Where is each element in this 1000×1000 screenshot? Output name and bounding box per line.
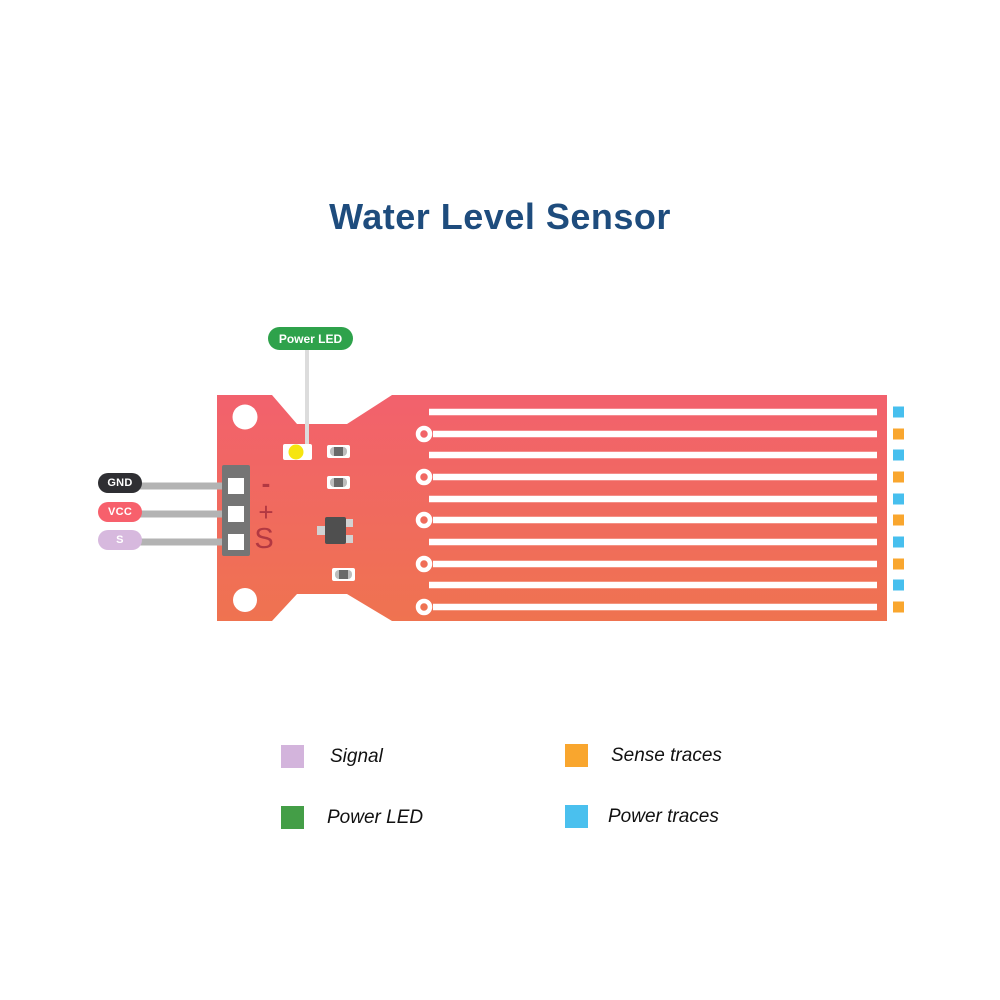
sense-trace-marker: [893, 601, 904, 613]
transistor: [317, 517, 353, 544]
legend-label-signal: Signal: [330, 746, 383, 767]
legend-swatch-power-traces: [565, 805, 588, 828]
connector-pin-vcc: [228, 506, 244, 522]
power-trace-marker: [893, 406, 904, 418]
silkscreen-plus: +: [258, 497, 274, 527]
sense-trace-pad-hole: [415, 598, 433, 616]
transistor-body: [325, 517, 346, 544]
silkscreen-s: S: [254, 523, 274, 555]
legend-label-power-traces: Power traces: [608, 806, 719, 827]
sense-trace-marker: [893, 558, 904, 570]
sense-trace-marker: [893, 514, 904, 526]
power-trace-marker: [893, 579, 904, 591]
transistor-leg-bottom-right: [343, 535, 353, 543]
connector-pin-signal: [228, 534, 244, 550]
transistor-leg-left: [317, 526, 327, 535]
connector-pin-gnd: [228, 478, 244, 494]
power-trace-marker: [893, 536, 904, 548]
resistor-1: [327, 445, 350, 458]
legend-swatch-power-led: [281, 806, 304, 829]
legend-swatch-signal: [281, 745, 304, 768]
signal-pin-label: S: [98, 530, 142, 550]
mounting-hole-top: [232, 404, 258, 430]
power-led-callout: Power LED: [268, 327, 353, 350]
sense-trace-pad-hole: [415, 468, 433, 486]
transistor-leg-top-right: [343, 519, 353, 527]
silkscreen-minus: -: [261, 468, 271, 498]
resistor-3: [332, 568, 355, 581]
power-trace-marker: [893, 493, 904, 505]
legend-label-sense-traces: Sense traces: [611, 745, 722, 766]
sense-trace-marker: [893, 428, 904, 440]
legend-label-power-led: Power LED: [327, 807, 424, 828]
sense-trace-pad-hole: [415, 511, 433, 529]
power-trace-marker: [893, 449, 904, 461]
page-title: Water Level Sensor: [329, 196, 671, 237]
sense-trace-marker: [893, 471, 904, 483]
mounting-hole-bottom: [233, 588, 257, 612]
resistor-2: [327, 476, 350, 489]
power-led: [288, 444, 304, 460]
legend-swatch-sense-traces: [565, 744, 588, 767]
sense-trace-pad-hole: [415, 425, 433, 443]
sense-trace-pad-hole: [415, 555, 433, 573]
gnd-pin-label: GND: [98, 473, 142, 493]
vcc-pin-label: VCC: [98, 502, 142, 522]
